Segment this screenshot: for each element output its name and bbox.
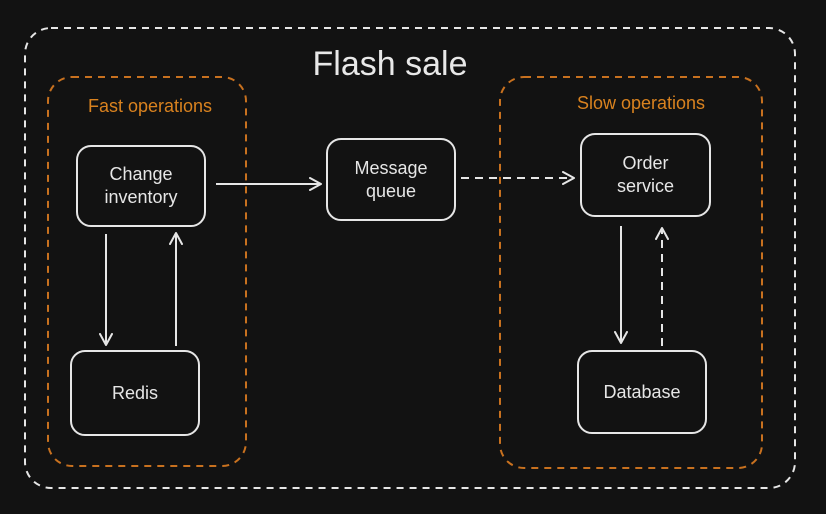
change-inventory-node[interactable] xyxy=(76,145,206,227)
message-queue-node[interactable] xyxy=(326,138,456,221)
slow-operations-label: Slow operations xyxy=(576,93,706,113)
redis-node[interactable] xyxy=(70,350,200,436)
fast-operations-group xyxy=(47,76,247,467)
slow-operations-group xyxy=(499,76,763,469)
database-label: Database xyxy=(603,381,681,402)
change-inventory-label: Change inventory xyxy=(104,164,178,207)
fast-operations-label: Fast operations xyxy=(87,96,213,116)
diagram-title: Flash sale xyxy=(312,45,468,83)
flash-sale-container xyxy=(24,27,796,489)
redis-label: Redis xyxy=(111,382,159,403)
order-service-node[interactable] xyxy=(580,133,711,217)
order-service-label: Order service xyxy=(616,153,674,196)
database-node[interactable] xyxy=(577,350,707,434)
message-queue-label: Message queue xyxy=(354,157,428,201)
